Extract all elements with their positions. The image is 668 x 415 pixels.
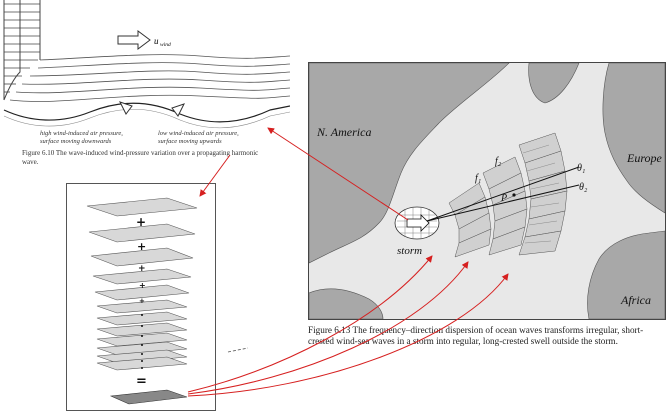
wave-stack-diagram: + + + + + = [86,197,198,405]
wave-surface [3,102,291,123]
storm-label: storm [397,245,423,257]
europe-label: Europe [627,151,662,165]
f2-label: f₂ [495,156,502,167]
fan-crest-lines [522,144,560,244]
wave-layers [86,197,198,371]
africa-label: Africa [621,293,651,307]
wind-direction-arrow: u wind [117,30,171,50]
point-p-marker [512,193,516,197]
f1-label: f₁ [475,173,482,184]
u-wind-subscript: wind [160,42,171,48]
wind-profile [3,0,41,101]
resulting-sea-surface [109,389,188,405]
dot-column [141,314,143,369]
p-label: P [501,193,508,204]
plus-sign: + [139,281,146,290]
swell-dispersion-fan [448,132,568,258]
wind-pressure-diagram: u wind [3,0,291,129]
plus-sign: + [137,240,146,253]
plus-signs: + + + + + [136,215,146,305]
africa-landmass [587,230,665,319]
theta1-label: θ₁ [577,163,586,174]
north-america-label: N. America [317,125,372,139]
plus-sign: + [139,297,145,305]
figure-6-10-caption: Figure 6.10 The wave-induced wind-pressu… [22,149,259,166]
plus-sign: + [138,264,146,274]
europe-landmass [602,63,665,214]
equals-sign: = [136,374,147,389]
low-pressure-caption: low wind-induced air pressure, surface m… [158,130,239,145]
figure-6-13-caption: Figure 6.13 The frequency–direction disp… [308,325,644,346]
direction-rays [426,166,580,222]
atlantic-map [309,63,665,319]
greenland-landmass [528,63,580,104]
wind-pressure-figure: u wind high wind-induced air pressure, s… [0,0,291,190]
dashed-guide [227,347,249,353]
plus-sign: + [136,215,146,229]
wave-dispersion-map: N. America Europe Africa storm f₁ f₂ P θ… [308,62,666,320]
u-wind-label: u [154,36,159,46]
theta2-label: θ₂ [579,182,588,193]
storm-area [394,206,440,240]
pressure-arrows [119,101,185,117]
high-pressure-caption: high wind-induced air pressure, surface … [40,130,123,145]
wave-components-stack: + + + + + = [66,183,216,411]
air-streamlines [9,54,291,102]
